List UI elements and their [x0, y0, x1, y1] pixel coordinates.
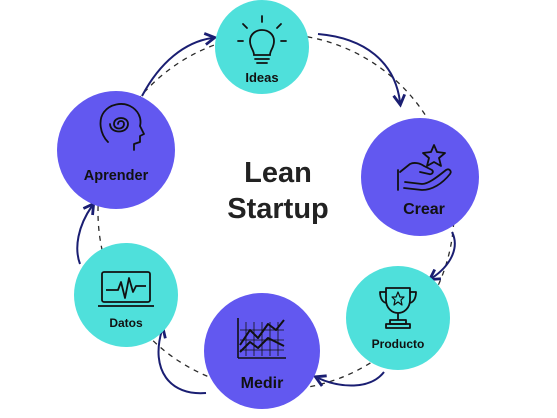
node-aprender-label: Aprender [84, 168, 149, 184]
arrow-producto-to-medir [318, 371, 385, 386]
chart-icon [237, 318, 286, 359]
node-ideas-label: Ideas [245, 70, 278, 85]
arrow-crear-to-producto [432, 231, 456, 278]
node-crear-circle [361, 118, 479, 236]
node-medir-label: Medir [241, 375, 284, 392]
hand-star-icon [397, 144, 452, 191]
center-title-line1: Lean [244, 157, 312, 189]
node-aprender-circle [57, 91, 175, 209]
arrow-aprender-to-ideas [141, 38, 212, 97]
node-datos-label: Datos [109, 316, 143, 330]
arrow-datos-to-aprender [76, 206, 92, 265]
head-brain-icon [99, 103, 145, 151]
lightbulb-icon [237, 15, 287, 64]
trophy-icon [379, 287, 417, 329]
node-crear-label: Crear [403, 201, 445, 218]
monitor-pulse-icon [98, 271, 154, 307]
node-ideas-circle [215, 0, 309, 94]
arrow-ideas-to-crear [317, 33, 400, 102]
center-title-line2: Startup [227, 193, 329, 225]
node-producto-label: Producto [372, 337, 425, 351]
arrow-medir-to-datos [159, 330, 207, 395]
